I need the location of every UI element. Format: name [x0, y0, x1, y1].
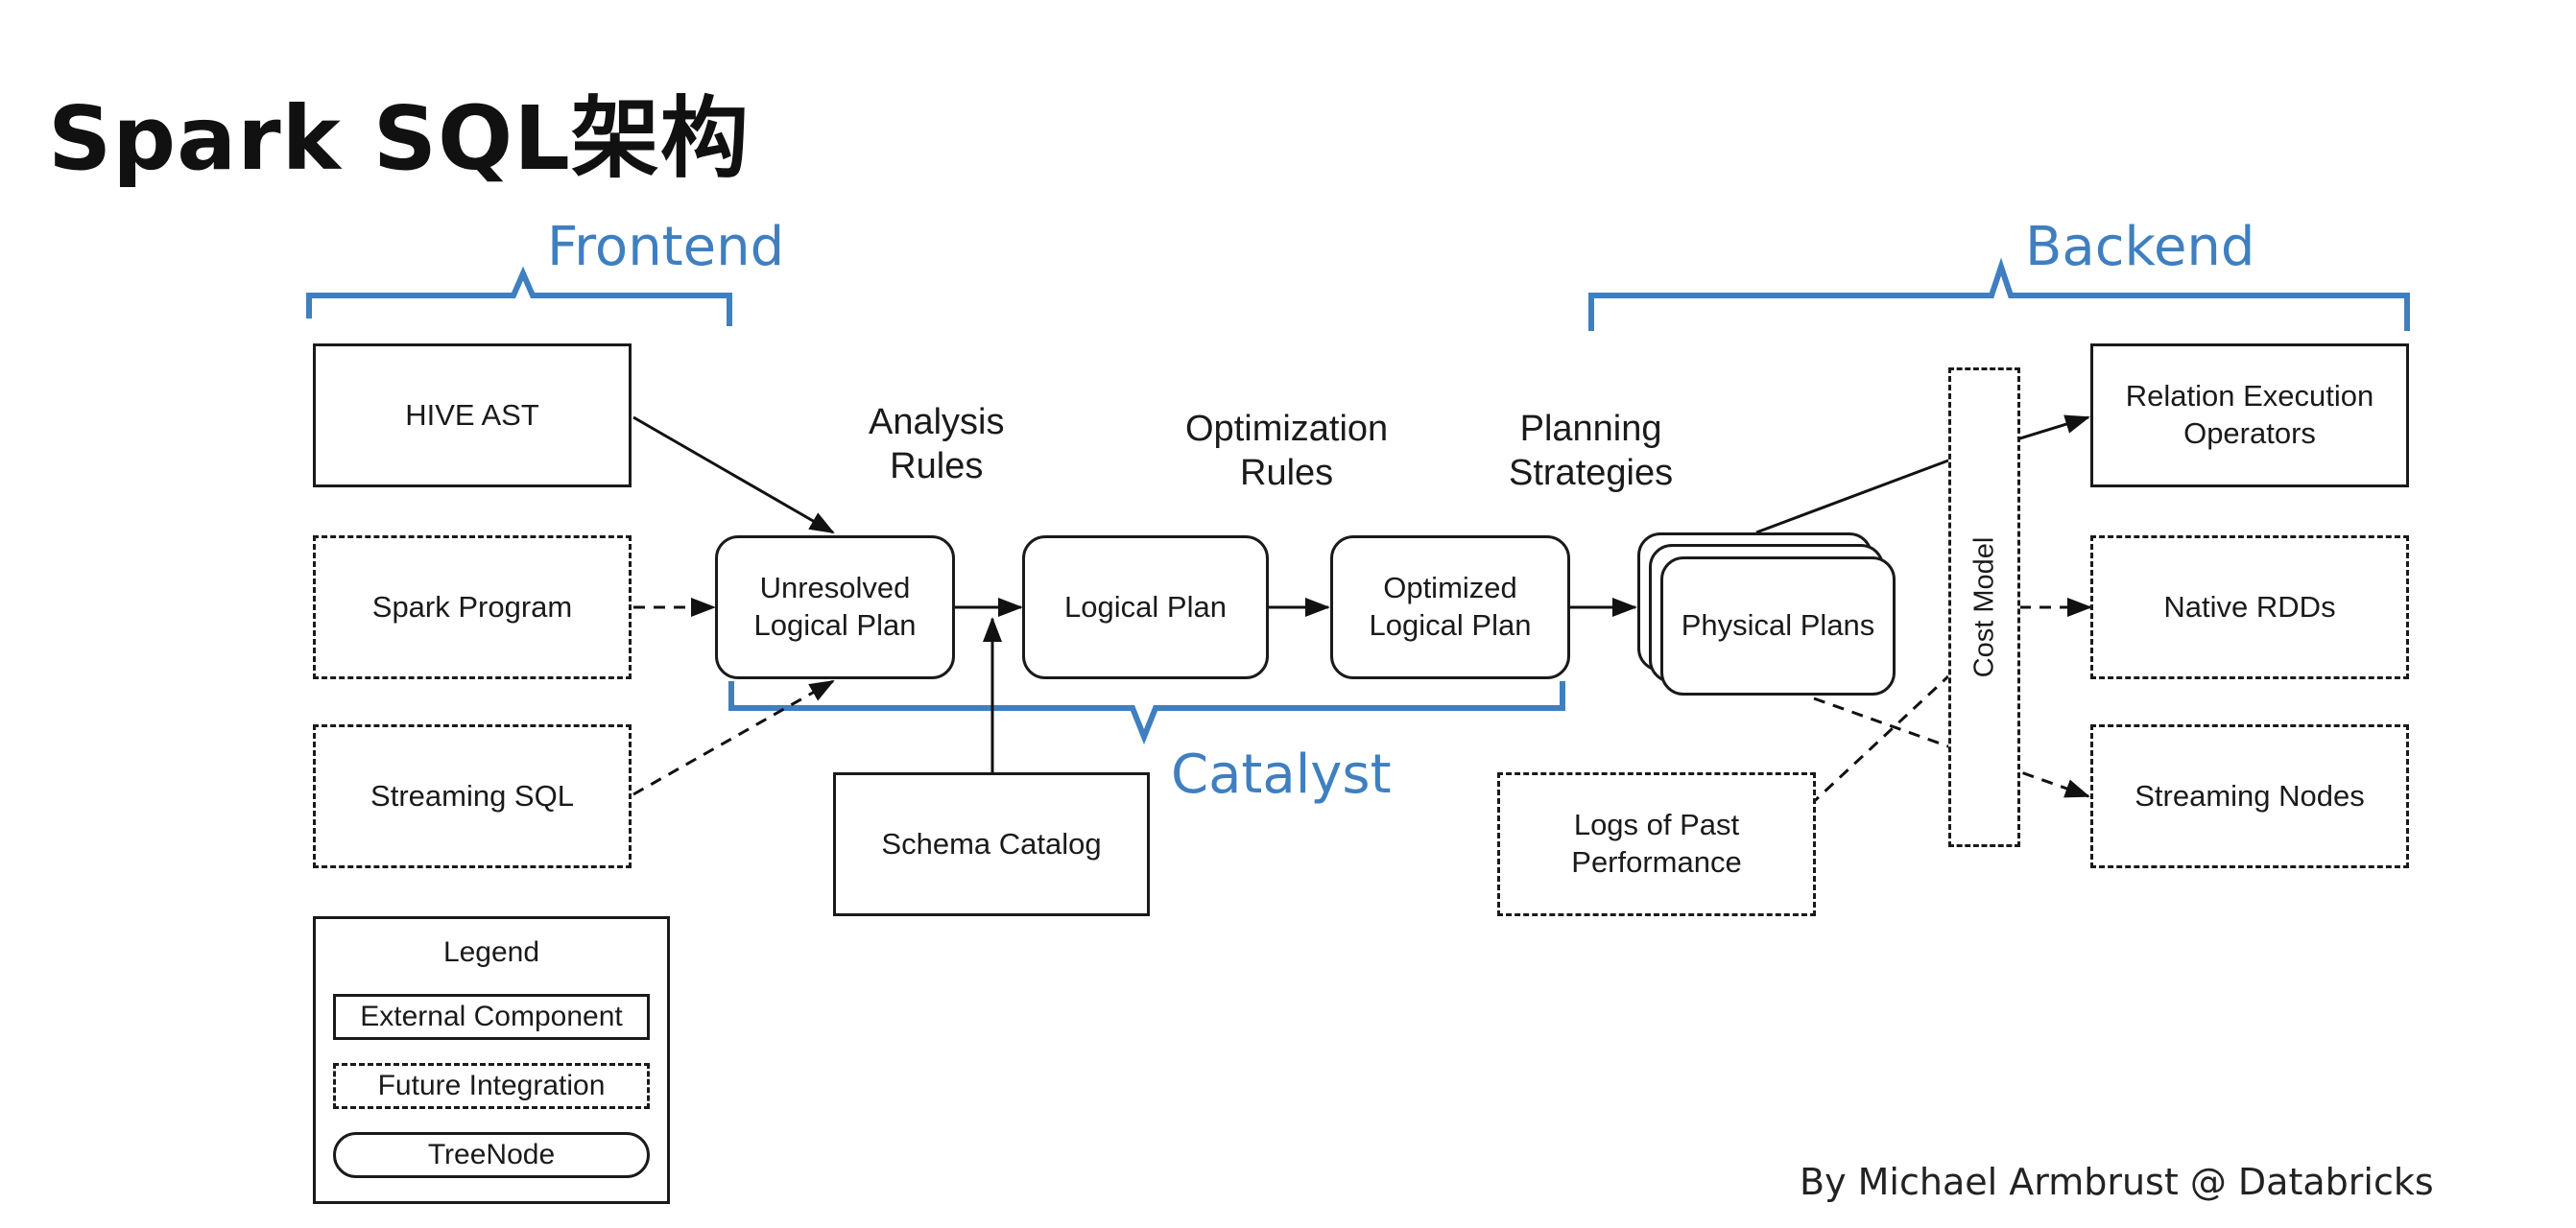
analysis-rules-label: Analysis Rules	[869, 402, 1005, 486]
arrow-streaming-to-unresolved	[632, 679, 835, 796]
frontend-bracket	[306, 266, 732, 326]
frontend-label: Frontend	[547, 216, 785, 278]
arrow-hive-to-unresolved	[632, 415, 835, 534]
relation-execution-operators-box: Relation Execution Operators	[2090, 343, 2409, 487]
schema-catalog-box: Schema Catalog	[833, 772, 1150, 916]
page-title: Spark SQL架构	[48, 87, 750, 190]
cost-model-box: Cost Model	[1948, 367, 2020, 847]
arrow-physical-to-relation	[1755, 414, 2090, 534]
unresolved-logical-plan: Unresolved Logical Plan	[715, 535, 955, 679]
backend-label: Backend	[2025, 216, 2255, 278]
credit-text: By Michael Armbrust @ Databricks	[1800, 1161, 2434, 1203]
catalyst-label: Catalyst	[1171, 744, 1392, 806]
streaming-nodes-box: Streaming Nodes	[2090, 724, 2409, 868]
catalyst-bracket	[728, 681, 1565, 745]
optimization-rules-label: Optimization Rules	[1185, 409, 1389, 493]
logs-past-performance-box: Logs of Past Performance	[1497, 772, 1816, 916]
legend: Legend External Component Future Integra…	[313, 916, 670, 1204]
legend-external-component: External Component	[333, 994, 650, 1040]
spark-program-box: Spark Program	[313, 535, 632, 679]
streaming-sql-box: Streaming SQL	[313, 724, 632, 868]
optimized-logical-plan: Optimized Logical Plan	[1330, 535, 1570, 679]
native-rdds-box: Native RDDs	[2090, 535, 2409, 679]
backend-bracket	[1588, 257, 2410, 331]
physical-plans: Physical Plans	[1660, 556, 1896, 696]
planning-strategies-label: Planning Strategies	[1509, 409, 1674, 493]
legend-treenode: TreeNode	[333, 1132, 650, 1178]
logical-plan: Logical Plan	[1022, 535, 1269, 679]
hive-ast-box: HIVE AST	[313, 343, 632, 487]
legend-future-integration: Future Integration	[333, 1063, 650, 1109]
legend-title: Legend	[442, 936, 540, 968]
